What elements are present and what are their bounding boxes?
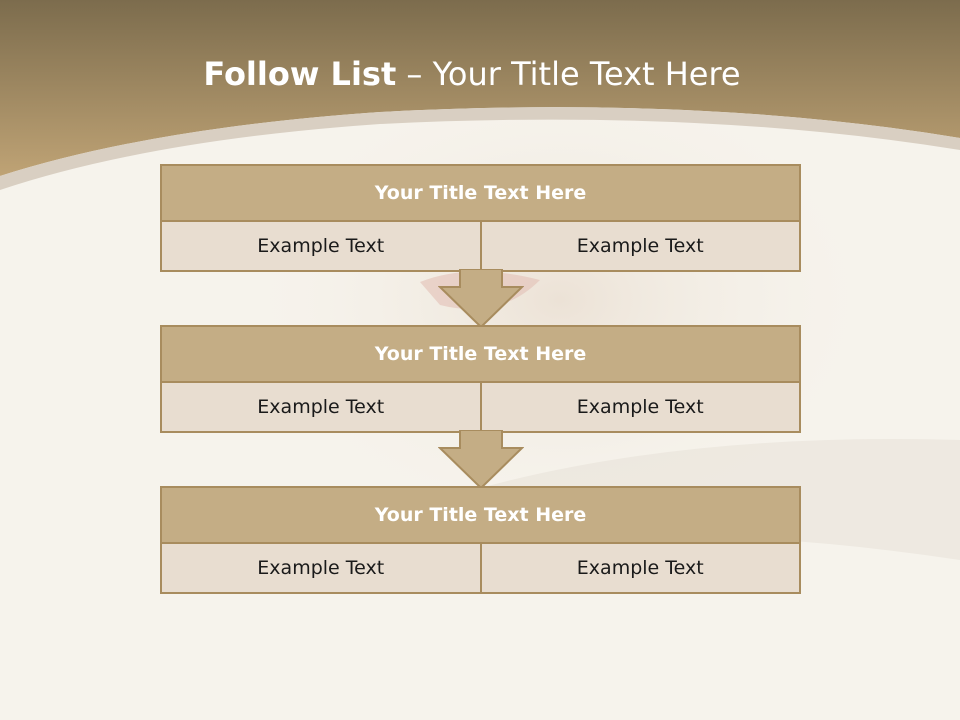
block-title: Your Title Text Here — [160, 164, 801, 222]
down-arrow-icon — [438, 269, 524, 329]
down-arrow-icon — [438, 430, 524, 490]
block-cell-right: Example Text — [481, 222, 801, 272]
slide-title-rest: – Your Title Text Here — [396, 55, 741, 93]
flow-block-2: Your Title Text Here Example Text Exampl… — [160, 325, 801, 433]
block-cell-right: Example Text — [481, 383, 801, 433]
block-cell-right: Example Text — [481, 544, 801, 594]
header-band — [0, 0, 960, 176]
flow-block-3: Your Title Text Here Example Text Exampl… — [160, 486, 801, 594]
block-cell-left: Example Text — [160, 383, 482, 433]
slide-title: Follow List – Your Title Text Here — [0, 55, 944, 93]
flow-block-1: Your Title Text Here Example Text Exampl… — [160, 164, 801, 272]
block-cell-left: Example Text — [160, 222, 482, 272]
block-row: Example Text Example Text — [160, 383, 801, 433]
slide-title-bold: Follow List — [203, 55, 397, 93]
block-title: Your Title Text Here — [160, 325, 801, 383]
block-cell-left: Example Text — [160, 544, 482, 594]
block-title: Your Title Text Here — [160, 486, 801, 544]
block-row: Example Text Example Text — [160, 544, 801, 594]
block-row: Example Text Example Text — [160, 222, 801, 272]
header-swoosh — [0, 107, 960, 190]
